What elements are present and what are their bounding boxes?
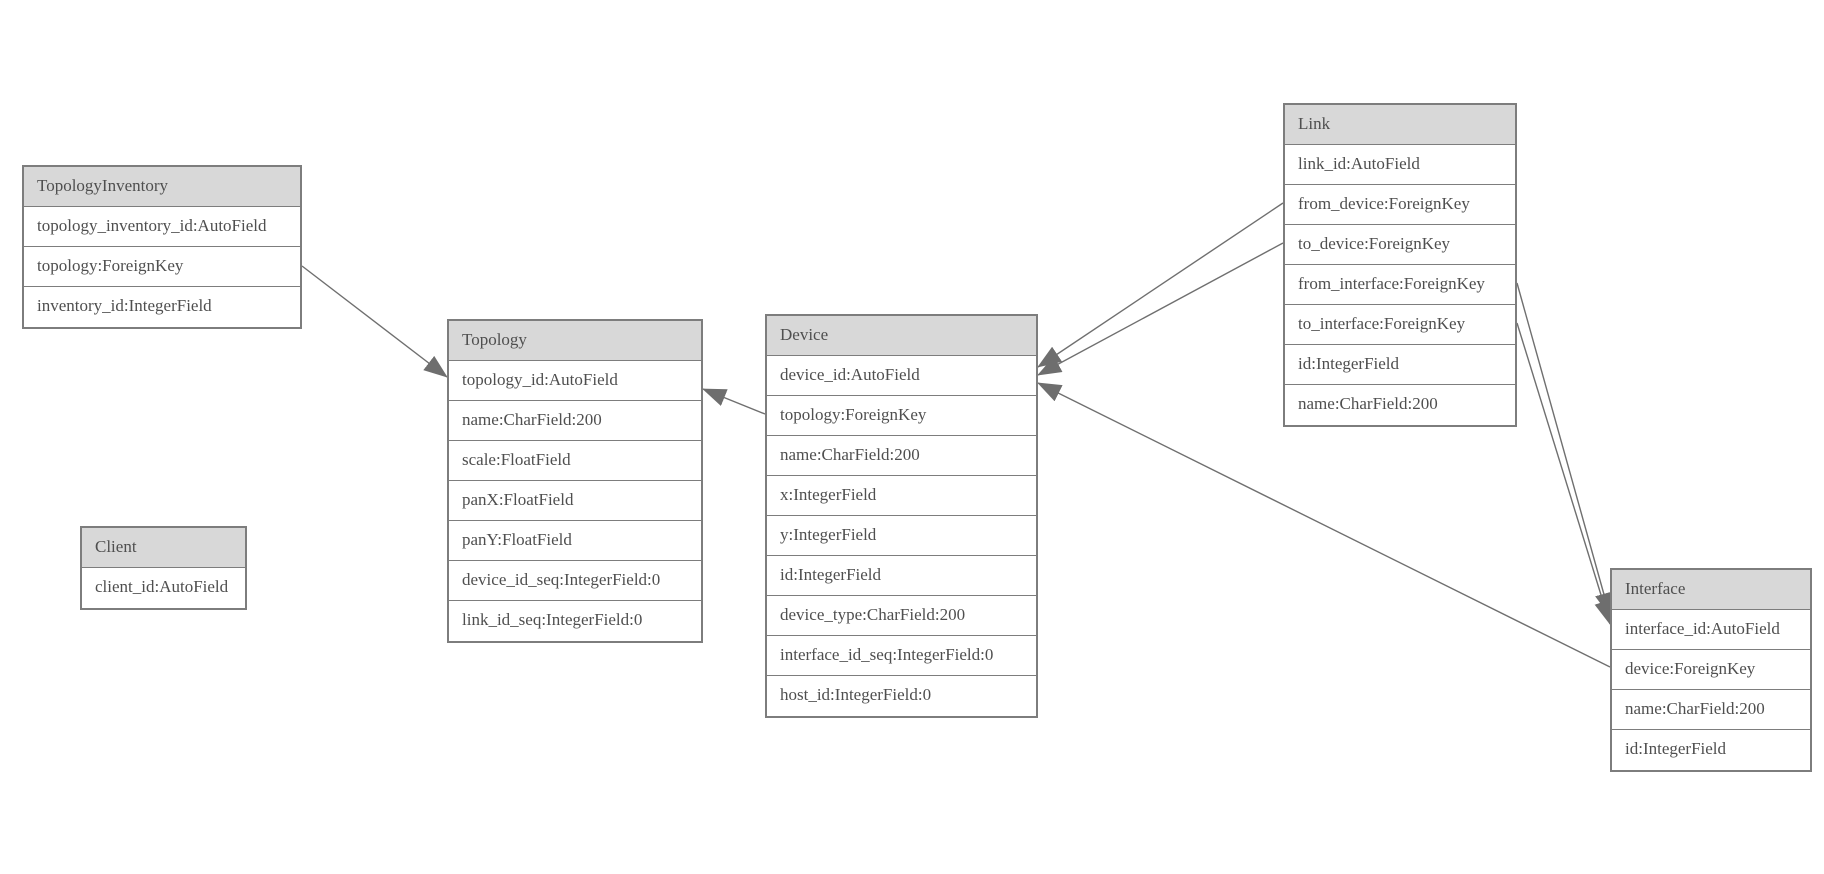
field-row: device:ForeignKey — [1612, 650, 1810, 690]
edge-interface-device — [1037, 382, 1611, 668]
field-row: name:CharField:200 — [1612, 690, 1810, 730]
table-title-device: Device — [767, 316, 1036, 356]
field-row: host_id:IntegerField:0 — [767, 676, 1036, 716]
field-row: id:IntegerField — [1285, 345, 1515, 385]
edge-topologyinventory-topology — [301, 265, 448, 378]
field-row: x:IntegerField — [767, 476, 1036, 516]
edge-link-todevice-device — [1037, 242, 1284, 376]
edge-link-frominterface-interface — [1516, 282, 1613, 617]
field-row: inventory_id:IntegerField — [24, 287, 300, 327]
field-row: device_id:AutoField — [767, 356, 1036, 396]
field-row: from_device:ForeignKey — [1285, 185, 1515, 225]
table-title-interface: Interface — [1612, 570, 1810, 610]
field-row: id:IntegerField — [767, 556, 1036, 596]
field-row: device_type:CharField:200 — [767, 596, 1036, 636]
table-title-topology: Topology — [449, 321, 701, 361]
table-title-topology-inventory: TopologyInventory — [24, 167, 300, 207]
field-row: name:CharField:200 — [449, 401, 701, 441]
field-row: y:IntegerField — [767, 516, 1036, 556]
field-row: from_interface:ForeignKey — [1285, 265, 1515, 305]
field-row: name:CharField:200 — [767, 436, 1036, 476]
table-title-link: Link — [1285, 105, 1515, 145]
field-row: panX:FloatField — [449, 481, 701, 521]
edge-device-topology — [702, 388, 766, 415]
edge-link-tointerface-interface — [1516, 322, 1612, 625]
field-row: name:CharField:200 — [1285, 385, 1515, 425]
field-row: id:IntegerField — [1612, 730, 1810, 770]
field-row: scale:FloatField — [449, 441, 701, 481]
field-row: device_id_seq:IntegerField:0 — [449, 561, 701, 601]
field-row: link_id:AutoField — [1285, 145, 1515, 185]
field-row: link_id_seq:IntegerField:0 — [449, 601, 701, 641]
field-row: to_interface:ForeignKey — [1285, 305, 1515, 345]
table-title-client: Client — [82, 528, 245, 568]
field-row: panY:FloatField — [449, 521, 701, 561]
field-row: topology_inventory_id:AutoField — [24, 207, 300, 247]
field-row: to_device:ForeignKey — [1285, 225, 1515, 265]
edge-link-fromdevice-device — [1037, 202, 1284, 368]
field-row: interface_id_seq:IntegerField:0 — [767, 636, 1036, 676]
field-row: topology_id:AutoField — [449, 361, 701, 401]
field-row: interface_id:AutoField — [1612, 610, 1810, 650]
field-row: topology:ForeignKey — [24, 247, 300, 287]
field-row: client_id:AutoField — [82, 568, 245, 608]
field-row: topology:ForeignKey — [767, 396, 1036, 436]
